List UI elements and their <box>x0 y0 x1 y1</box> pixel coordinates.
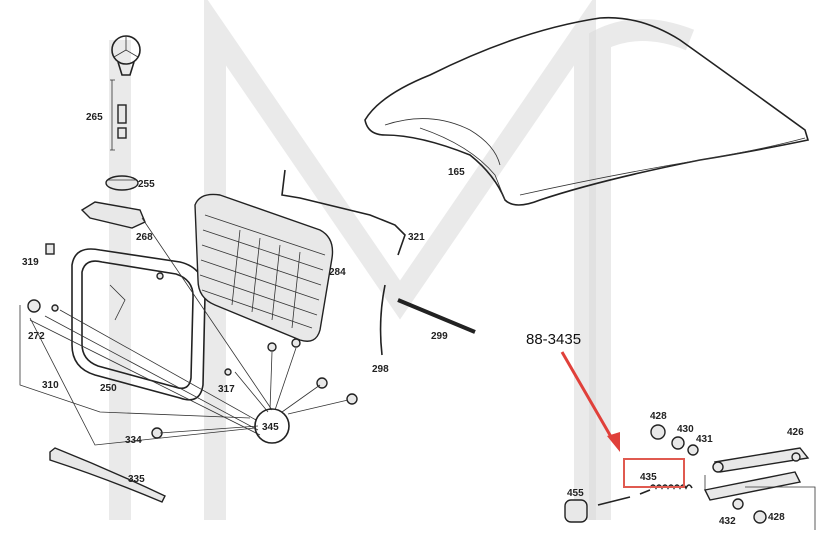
part-grille-insert <box>194 193 334 342</box>
part-strip-298 <box>379 284 386 356</box>
label-317: 317 <box>218 384 235 395</box>
callout-part-number: 88-3435 <box>526 331 581 348</box>
label-345: 345 <box>262 422 279 433</box>
label-335: 335 <box>128 474 145 485</box>
label-265: 265 <box>86 112 103 123</box>
part-hinge-assembly <box>564 424 816 530</box>
label-298: 298 <box>372 364 389 375</box>
label-431: 431 <box>696 434 713 445</box>
label-268: 268 <box>136 232 153 243</box>
part-bracket <box>80 201 146 229</box>
label-272: 272 <box>28 331 45 342</box>
label-165: 165 <box>448 167 465 178</box>
part-emblem <box>110 35 141 151</box>
part-hood <box>364 16 810 206</box>
label-428-bottom: 428 <box>768 512 785 523</box>
part-rod-299 <box>397 298 476 334</box>
label-426: 426 <box>787 427 804 438</box>
part-clips <box>27 243 358 439</box>
part-emblem-base <box>105 175 139 191</box>
label-428-top: 428 <box>650 411 667 422</box>
label-432: 432 <box>719 516 736 527</box>
label-319: 319 <box>22 257 39 268</box>
label-321: 321 <box>408 232 425 243</box>
callout-arrow <box>560 351 620 452</box>
leader-lines <box>19 217 349 446</box>
label-250: 250 <box>100 383 117 394</box>
label-430: 430 <box>677 424 694 435</box>
part-seal <box>281 169 406 256</box>
label-284: 284 <box>329 267 346 278</box>
callout-highlight-box <box>623 458 685 488</box>
part-345-hub <box>254 408 290 444</box>
label-310: 310 <box>42 380 59 391</box>
part-lower-trim <box>49 447 166 503</box>
part-grille-shell <box>71 248 206 401</box>
label-334: 334 <box>125 435 142 446</box>
label-255: 255 <box>138 179 155 190</box>
label-299: 299 <box>431 331 448 342</box>
label-435-highlighted: 435 <box>640 472 657 483</box>
label-455: 455 <box>567 488 584 499</box>
